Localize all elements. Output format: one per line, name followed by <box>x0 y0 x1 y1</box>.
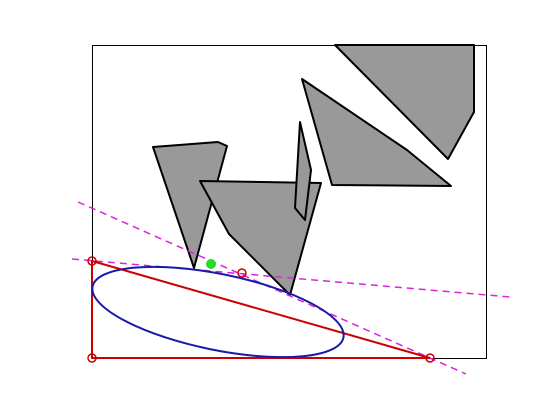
vertex-marker-bottom-right <box>425 353 435 363</box>
enclosing-triangle <box>91 259 431 359</box>
guide-line-shallow <box>71 258 511 298</box>
inscribed-ellipse <box>91 265 345 359</box>
guide-line-steep <box>77 201 467 375</box>
vertex-marker-bottom-left <box>87 353 97 363</box>
obstacle-thin-spike <box>294 121 312 221</box>
guide-lines <box>71 201 511 375</box>
obstacle-right-triangle <box>301 78 452 187</box>
highlight-point <box>206 259 216 269</box>
obstacle-top-right <box>334 44 475 160</box>
vertex-marker-top-left <box>87 256 97 266</box>
obstacle-left-spike <box>152 141 228 269</box>
obstacles <box>152 44 475 296</box>
obstacle-center <box>199 180 322 296</box>
vertex-markers <box>87 256 435 363</box>
tangent-marker <box>237 268 247 278</box>
